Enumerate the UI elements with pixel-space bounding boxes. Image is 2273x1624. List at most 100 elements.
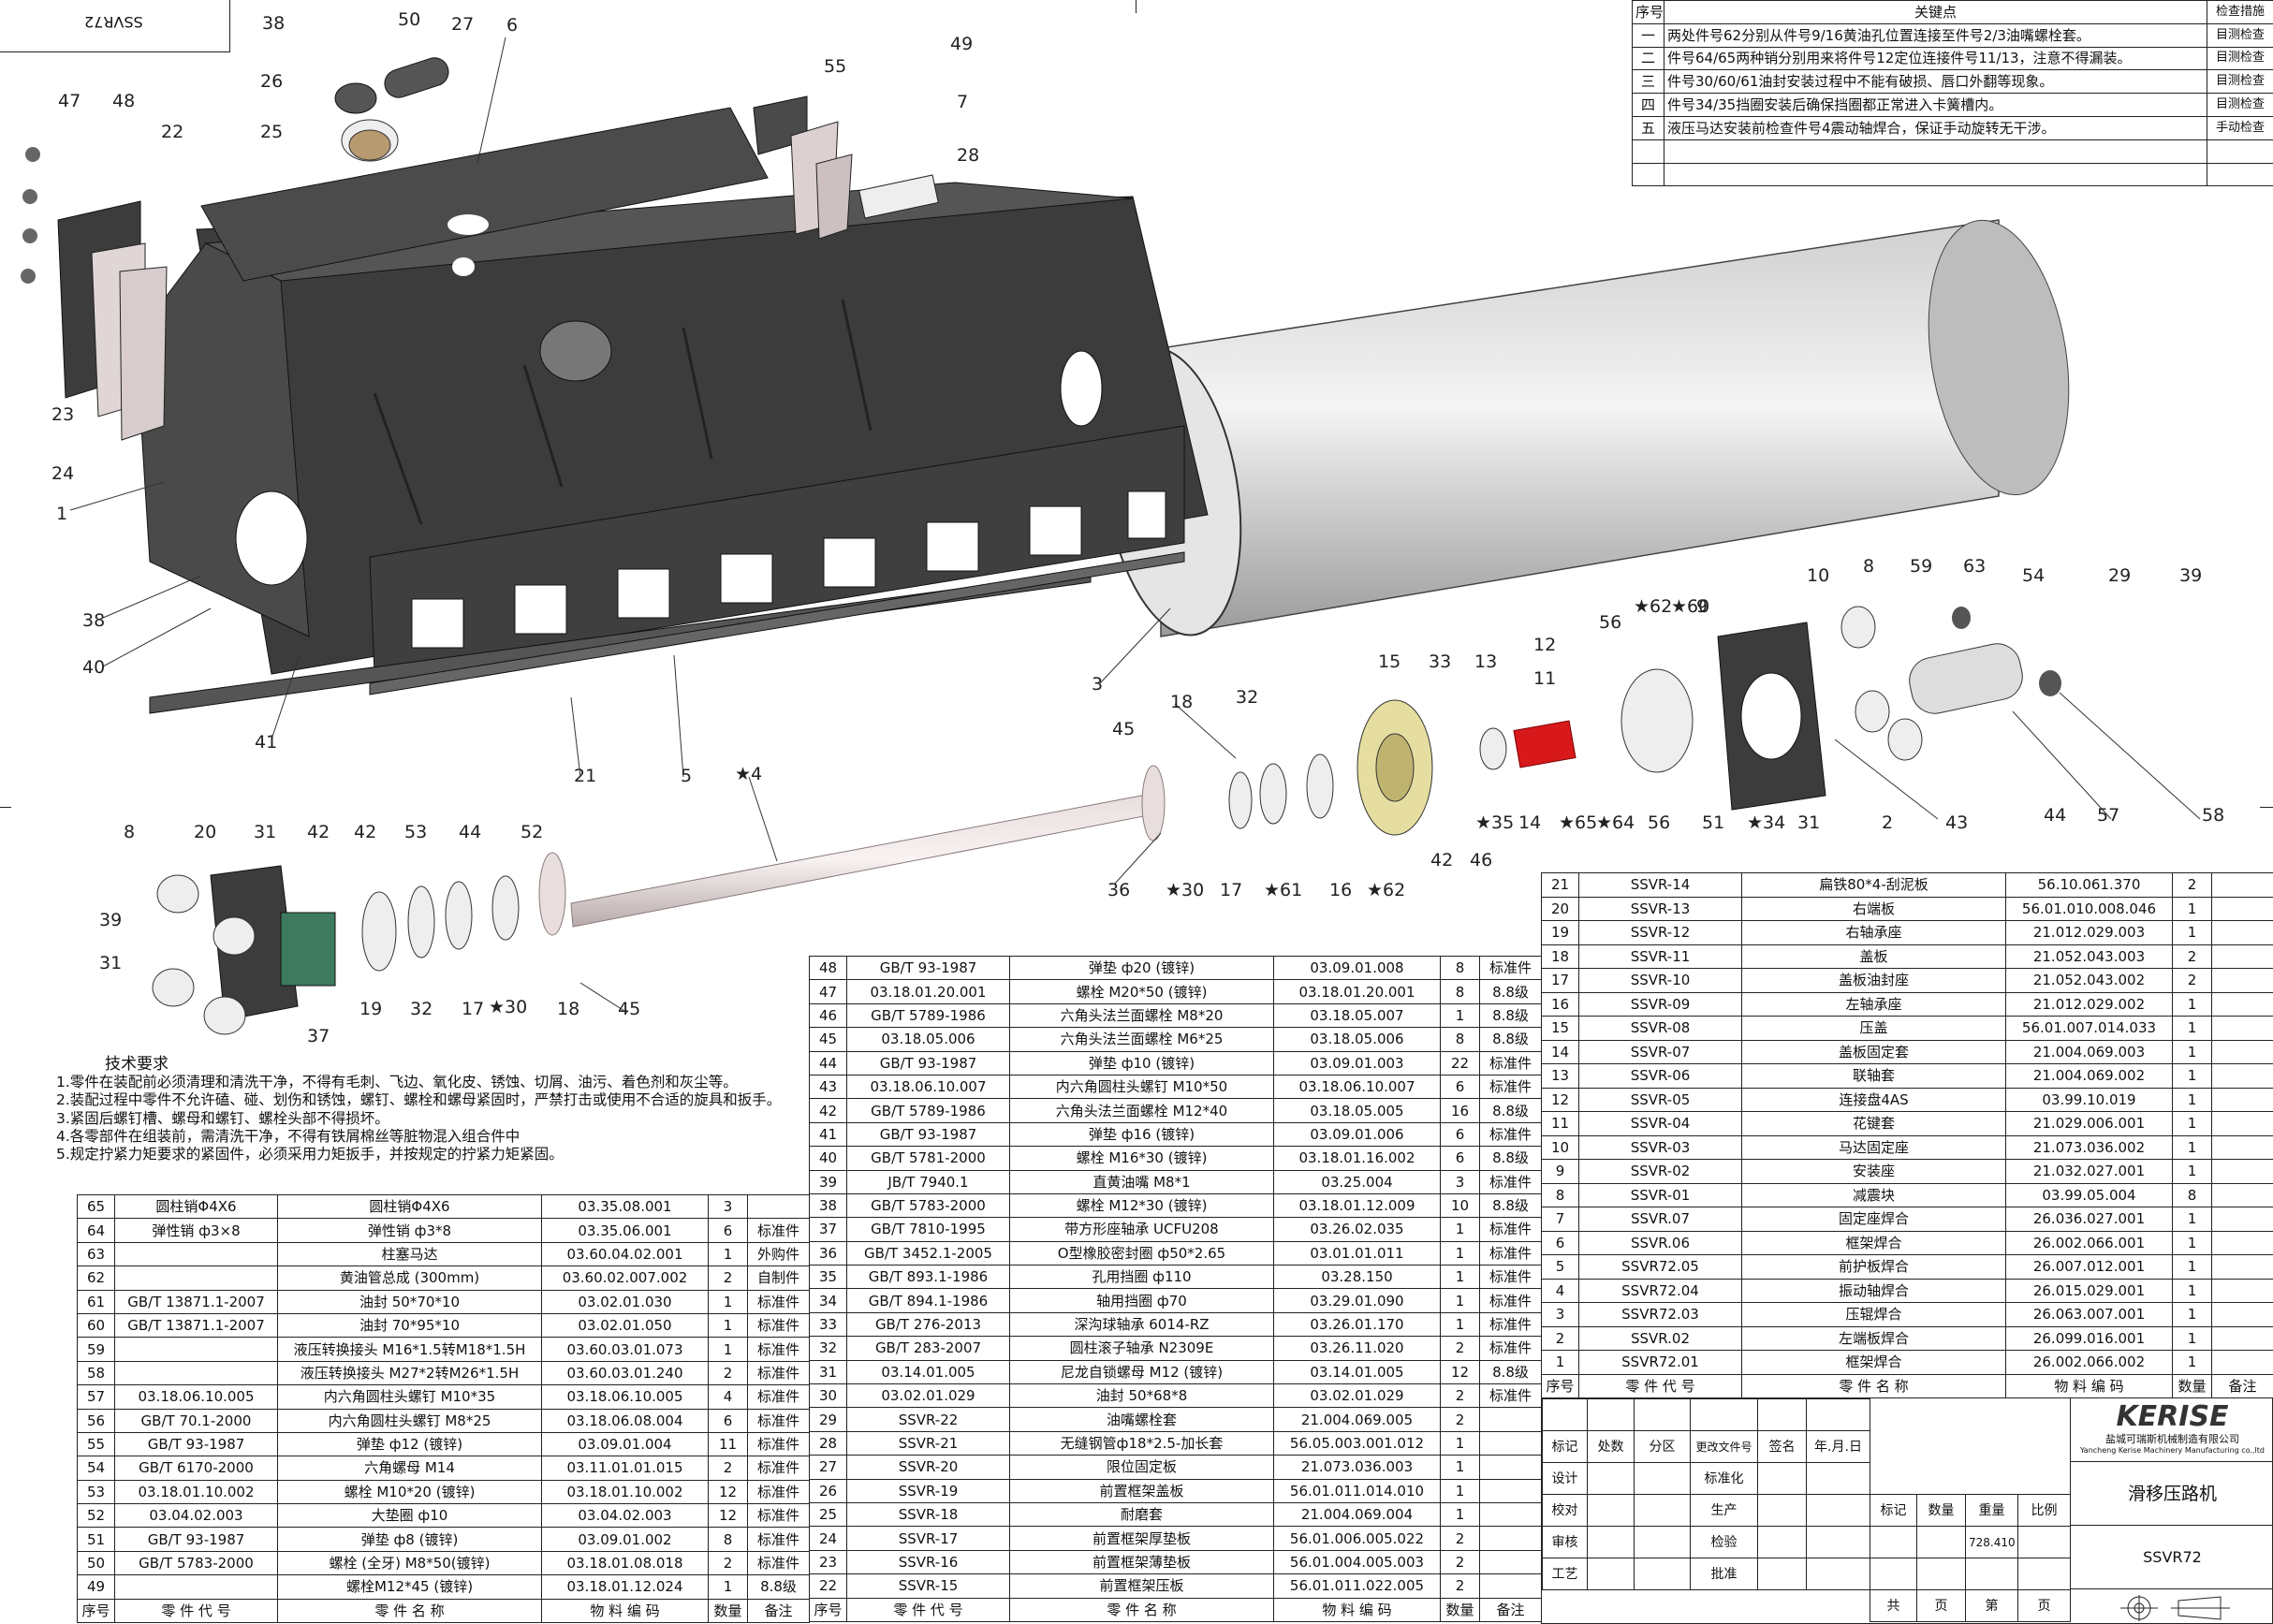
cell: 六角头法兰面螺栓 M8*20 (1009, 1002, 1274, 1029)
cell: 56.01.006.005.022 (1273, 1526, 1441, 1551)
cell: 弹性销 ф3×8 (114, 1218, 278, 1243)
cell (2211, 968, 2273, 993)
label-sheji: 设计 (1542, 1462, 1588, 1495)
label-di: 第 (1965, 1589, 2018, 1622)
table-header-row: 序号零 件 代 号零 件 名 称物 料 编 码数量备注 (1541, 1373, 2273, 1398)
cell: 55 (77, 1431, 115, 1457)
cell: 17 (1541, 968, 1579, 993)
cell: 03.09.01.008 (1273, 955, 1441, 981)
cell: 03.14.01.005 (846, 1359, 1010, 1385)
cell: 2 (2172, 968, 2212, 993)
cell (1479, 1407, 1542, 1432)
cell: 液压转换接头 M27*2转M26*1.5H (277, 1360, 542, 1386)
callout: 44 (459, 822, 482, 842)
table-row (1632, 139, 2273, 164)
cell: 前置框架厚垫板 (1009, 1526, 1274, 1551)
cell: 21.032.027.001 (2005, 1159, 2173, 1184)
cell: 8 (708, 1527, 748, 1552)
cell: 56.01.011.014.010 (1273, 1478, 1441, 1503)
cell: 03.04.02.003 (114, 1503, 278, 1529)
label-shengchan: 生产 (1690, 1494, 1758, 1527)
cell: 孔用挡圈 ф110 (1009, 1265, 1274, 1290)
cell: 35 (809, 1265, 847, 1290)
cell: 1 (2172, 1350, 2212, 1375)
cell: 压辊焊合 (1741, 1302, 2006, 1327)
cell: 03.18.06.10.005 (541, 1384, 709, 1410)
label-biaozhun: 标准化 (1690, 1462, 1758, 1495)
callout: 39 (2179, 565, 2203, 586)
callout: 41 (255, 732, 278, 753)
drawing-number: SSVR72 (2143, 1548, 2202, 1566)
label-pizhun: 批准 (1690, 1558, 1758, 1590)
cell: 前置框架压板 (1009, 1573, 1274, 1599)
callout: ★61 (1264, 880, 1303, 900)
col-header: 零 件 代 号 (1578, 1373, 1742, 1398)
cell: 1 (708, 1337, 748, 1362)
cell (114, 1360, 278, 1386)
cell: 目测检查 (2207, 69, 2273, 95)
cell: 目测检查 (2207, 93, 2273, 117)
table-row (1632, 162, 2273, 187)
cell: 1 (708, 1241, 748, 1267)
cell (1479, 1526, 1542, 1551)
label-ye2: 页 (2017, 1589, 2071, 1622)
cell: O型橡胶密封圈 ф50*2.65 (1009, 1240, 1274, 1266)
cell: 标准件 (1479, 1121, 1542, 1148)
cell: 03.35.08.001 (541, 1193, 709, 1220)
cell: 11 (708, 1431, 748, 1457)
callout: 6 (506, 15, 519, 36)
callout: 44 (2044, 805, 2067, 826)
label-zhongliang: 重量 (1965, 1494, 2018, 1527)
cell: 03.18.01.10.002 (114, 1479, 278, 1505)
cell: GB/T 5789-1986 (846, 1002, 1010, 1029)
cell: 2 (708, 1550, 748, 1576)
table-row: 一两处件号62分别从件号9/16黄油孔位置连接至件号2/3油嘴螺栓套。目测检查 (1632, 22, 2273, 48)
cell: 1 (2172, 1230, 2212, 1255)
cell: 2 (1541, 1325, 1579, 1351)
callout: 47 (58, 91, 81, 111)
cell: 03.18.01.12.009 (1273, 1192, 1441, 1219)
callout: 57 (2097, 805, 2120, 826)
cell: 2 (708, 1360, 748, 1386)
col-header: 备注 (747, 1598, 810, 1624)
cell: 03.60.03.01.073 (541, 1337, 709, 1362)
cell: SSVR.07 (1578, 1207, 1742, 1232)
cell: 盖板 (1741, 944, 2006, 969)
callout: 1 (56, 504, 68, 524)
cell: GB/T 5783-2000 (114, 1550, 278, 1576)
cell: 手动检查 (2207, 115, 2273, 140)
cell (114, 1574, 278, 1600)
cell: 弹垫 ф8 (镀锌) (277, 1527, 542, 1552)
cell: GB/T 93-1987 (846, 955, 1010, 981)
label-biaoji: 标记 (1542, 1430, 1588, 1463)
cell: 4 (708, 1384, 748, 1410)
cell: 油嘴螺栓套 (1009, 1407, 1274, 1432)
cell: 51 (77, 1527, 115, 1552)
cell: GB/T 5789-1986 (846, 1098, 1010, 1123)
cell: GB/T 893.1-1986 (846, 1265, 1010, 1290)
cell (2211, 896, 2273, 921)
cell: 2 (1440, 1336, 1480, 1361)
cell: 52 (77, 1503, 115, 1529)
callout: 5 (681, 766, 693, 786)
cell: 03.09.01.004 (541, 1431, 709, 1457)
cell: 12 (1541, 1087, 1579, 1112)
cell: 标准件 (1479, 955, 1542, 981)
cell: 53 (77, 1479, 115, 1505)
callout: ★60 (1671, 596, 1710, 617)
left-end-assembly (152, 865, 520, 1035)
cell: 43 (809, 1074, 847, 1100)
cell: 带方形座轴承 UCFU208 (1009, 1217, 1274, 1242)
cell: 03.18.01.20.001 (846, 979, 1010, 1004)
cell: 2 (708, 1456, 748, 1481)
cell: 振动轴焊合 (1741, 1278, 2006, 1303)
cell: GB/T 93-1987 (114, 1431, 278, 1457)
cell: 目测检查 (2207, 22, 2273, 48)
cell: GB/T 93-1987 (114, 1527, 278, 1552)
cell: 六角头法兰面螺栓 M6*25 (1009, 1027, 1274, 1052)
